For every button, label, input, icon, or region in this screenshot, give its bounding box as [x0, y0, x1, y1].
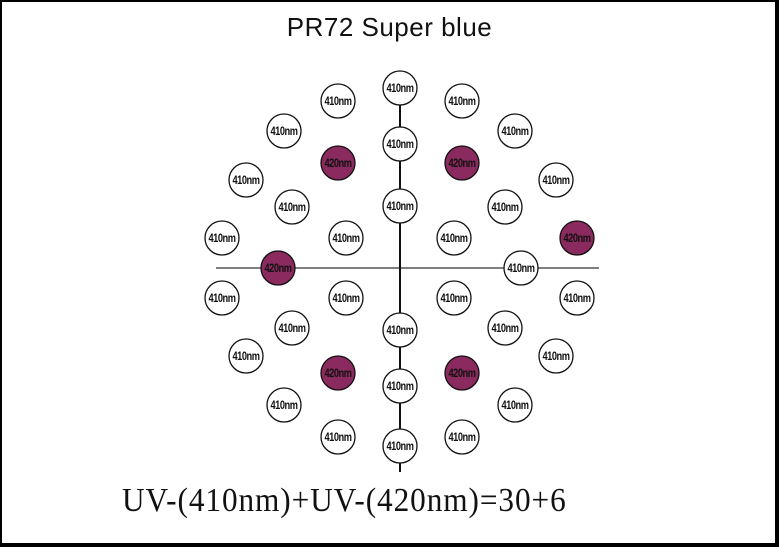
led-420nm [444, 355, 480, 391]
led-label: 420nm [325, 366, 352, 380]
led-410nm [444, 419, 480, 455]
led-410nm [204, 280, 240, 316]
led-410nm [274, 189, 310, 225]
led-label: 410nm [441, 231, 468, 245]
led-410nm [497, 113, 533, 149]
led-label: 410nm [449, 430, 476, 444]
led-410nm [503, 250, 539, 286]
page-title: PR72 Super blue [286, 12, 493, 42]
led-label: 420nm [449, 156, 476, 170]
led-410nm [382, 428, 418, 464]
led-410nm [487, 310, 523, 346]
led-420nm [260, 250, 296, 286]
led-410nm [320, 83, 356, 119]
led-label: 410nm [233, 349, 260, 363]
led-420nm [444, 145, 480, 181]
led-410nm [436, 220, 472, 256]
led-label: 410nm [279, 200, 306, 214]
led-label: 410nm [209, 291, 236, 305]
led-label: 410nm [333, 231, 360, 245]
led-label: 420nm [325, 156, 352, 170]
led-label: 410nm [387, 439, 414, 453]
led-label: 410nm [209, 231, 236, 245]
led-420nm [559, 220, 595, 256]
led-label: 410nm [325, 94, 352, 108]
led-410nm [382, 126, 418, 162]
led-410nm [266, 387, 302, 423]
led-label: 420nm [449, 366, 476, 380]
led-label: 410nm [492, 321, 519, 335]
led-410nm [444, 83, 480, 119]
led-count-formula: UV-(410nm)+UV-(420nm)=30+6 [122, 482, 567, 519]
led-410nm [274, 310, 310, 346]
led-label: 410nm [449, 94, 476, 108]
led-label: 410nm [271, 124, 298, 138]
led-420nm [320, 145, 356, 181]
led-label: 410nm [325, 430, 352, 444]
led-label: 410nm [502, 398, 529, 412]
led-label: 410nm [387, 323, 414, 337]
led-label: 410nm [333, 291, 360, 305]
led-410nm [266, 113, 302, 149]
led-label: 410nm [271, 398, 298, 412]
led-label: 410nm [387, 137, 414, 151]
led-label: 410nm [441, 291, 468, 305]
led-label: 410nm [543, 173, 570, 187]
led-410nm [497, 387, 533, 423]
led-420nm [320, 355, 356, 391]
led-410nm [487, 189, 523, 225]
led-410nm [382, 70, 418, 106]
led-label: 410nm [387, 379, 414, 393]
led-label: 420nm [564, 231, 591, 245]
led-label: 420nm [265, 261, 292, 275]
led-410nm [228, 162, 264, 198]
led-410nm [328, 280, 364, 316]
led-410nm [382, 188, 418, 224]
led-label: 410nm [387, 81, 414, 95]
led-label: 410nm [564, 291, 591, 305]
led-group: 410nm 410nm 410nm 410nm 410nm 420nm 410nm 420nm… [204, 70, 595, 464]
led-410nm [559, 280, 595, 316]
led-410nm [204, 220, 240, 256]
led-410nm [436, 280, 472, 316]
led-410nm [538, 162, 574, 198]
led-410nm [320, 419, 356, 455]
led-label: 410nm [508, 261, 535, 275]
led-label: 410nm [279, 321, 306, 335]
led-label: 410nm [543, 349, 570, 363]
led-410nm [382, 368, 418, 404]
led-label: 410nm [502, 124, 529, 138]
led-410nm [328, 220, 364, 256]
led-410nm [228, 338, 264, 374]
led-label: 410nm [492, 200, 519, 214]
led-label: 410nm [233, 173, 260, 187]
led-410nm [538, 338, 574, 374]
led-410nm [382, 312, 418, 348]
led-label: 410nm [387, 199, 414, 213]
